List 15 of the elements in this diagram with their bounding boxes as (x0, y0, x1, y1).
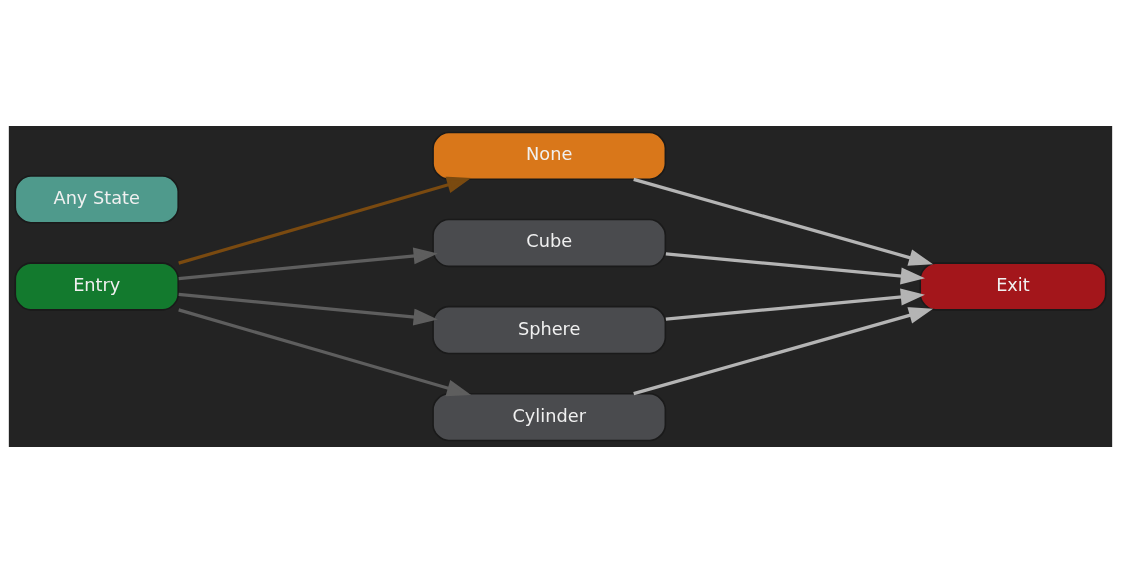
node-box: None (432, 131, 667, 181)
arrow (178, 247, 438, 281)
arrow (178, 176, 472, 265)
arrow (178, 292, 438, 326)
arrow (633, 307, 934, 396)
node-box: Cylinder (432, 392, 667, 442)
node-box: Cube (432, 218, 667, 268)
arrow (665, 288, 925, 321)
node-box: Sphere (432, 305, 667, 355)
arrow (633, 177, 934, 266)
node-box: Any State (14, 175, 179, 224)
arrow (178, 308, 472, 397)
arrow (665, 252, 925, 285)
node-box: Exit (919, 262, 1107, 311)
node-box: Entry (14, 262, 179, 311)
